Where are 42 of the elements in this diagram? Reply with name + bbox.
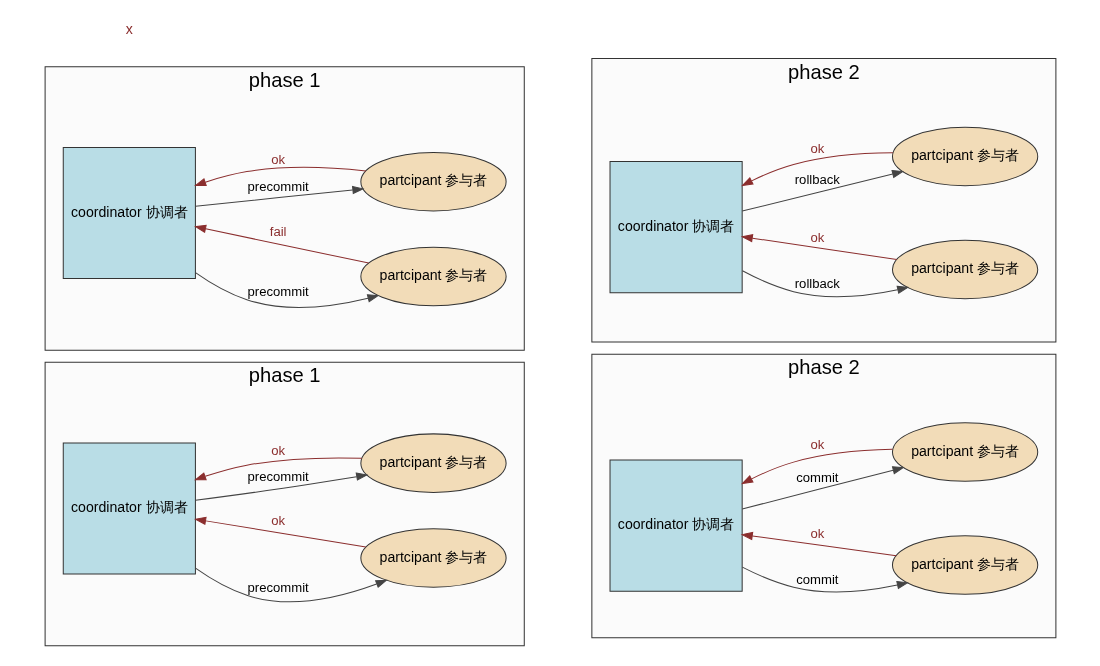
node-box: coordinator 协调者 bbox=[609, 459, 743, 592]
node-box: coordinator 协调者 bbox=[609, 161, 743, 294]
arrow bbox=[741, 566, 909, 593]
node-box: coordinator 协调者 bbox=[62, 146, 196, 280]
edge-label: ok bbox=[270, 151, 285, 167]
edge-label: ok bbox=[270, 443, 285, 459]
arrow bbox=[741, 466, 905, 510]
arrow bbox=[741, 270, 909, 298]
arrow bbox=[193, 457, 362, 481]
arrow bbox=[193, 224, 369, 264]
arrow bbox=[194, 272, 379, 308]
edge-label: rollback bbox=[794, 276, 840, 292]
edge-label: precommit bbox=[247, 468, 309, 484]
edge-label: ok bbox=[270, 513, 285, 529]
edge-label: ok bbox=[809, 526, 824, 542]
arrow bbox=[740, 152, 893, 187]
node-ellipse: partcipant 参与者 bbox=[891, 239, 1038, 300]
edge-label: precommit bbox=[247, 284, 309, 300]
edge-label: commit bbox=[795, 469, 838, 485]
arrow bbox=[194, 185, 364, 207]
node-ellipse: partcipant 参与者 bbox=[359, 246, 507, 307]
edge-label: ok bbox=[809, 229, 824, 245]
node-ellipse: partcipant 参与者 bbox=[359, 151, 507, 212]
edge-label: commit bbox=[795, 571, 838, 587]
edge-label: ok bbox=[809, 437, 824, 453]
arrow bbox=[193, 166, 366, 187]
arrow bbox=[740, 448, 893, 485]
arrow bbox=[194, 567, 388, 603]
arrow bbox=[194, 472, 368, 501]
arrow bbox=[193, 516, 366, 548]
edge-label: precommit bbox=[247, 579, 309, 595]
label: x bbox=[125, 21, 133, 38]
node-ellipse: partcipant 参与者 bbox=[891, 535, 1038, 595]
edge-label: fail bbox=[269, 223, 287, 239]
edge-label: rollback bbox=[794, 172, 840, 188]
arrow bbox=[741, 170, 904, 212]
arrow bbox=[740, 531, 897, 557]
node-box: coordinator 协调者 bbox=[62, 442, 196, 575]
node-ellipse: partcipant 参与者 bbox=[359, 433, 507, 493]
edge-label: precommit bbox=[247, 179, 309, 195]
edge-label: ok bbox=[809, 140, 824, 156]
arrow bbox=[740, 234, 897, 260]
